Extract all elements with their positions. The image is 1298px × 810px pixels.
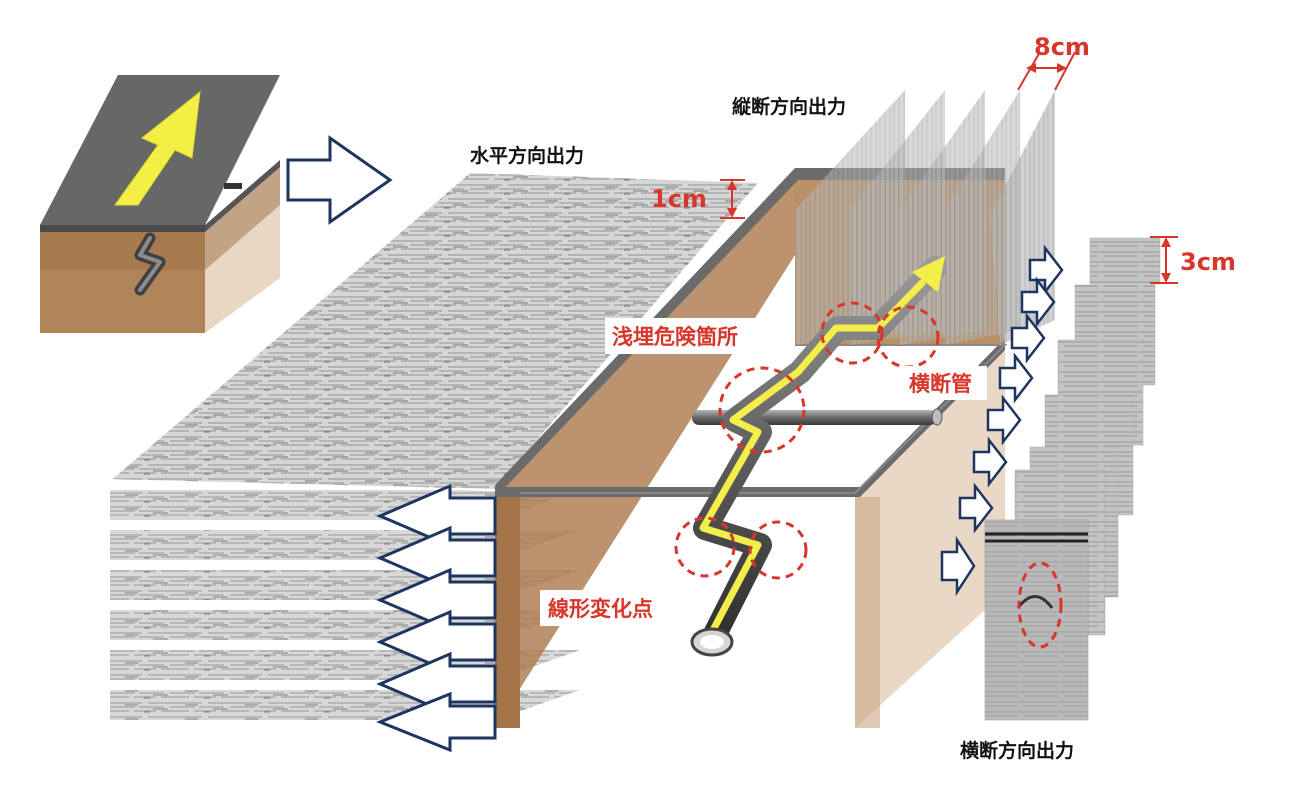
highlight-circles: [674, 301, 940, 580]
horizontal-output-arrows: [375, 483, 497, 753]
crossing-pipe-label: 横断管: [909, 372, 972, 396]
buried-pipe: [690, 256, 947, 657]
longitudinal-output-label: 縦断方向出力: [732, 95, 846, 118]
process-arrow-icon: [286, 135, 393, 225]
dimension-8cm: [1026, 63, 1067, 73]
transverse-output-arrows: [940, 244, 1064, 597]
dimension-8cm-label: 8cm: [1034, 33, 1090, 61]
dimension-3cm-label: 3cm: [1180, 248, 1236, 276]
shallow-danger-label: 浅埋危険箇所: [612, 325, 738, 349]
transverse-slice-cards: [984, 237, 1161, 721]
horizontal-output-label: 水平方向出力: [470, 144, 584, 167]
dimension-1cm: [720, 179, 745, 219]
alignment-change-label-bg: [540, 590, 680, 626]
alignment-change-label: 線形変化点: [548, 597, 653, 621]
shallow-danger-label-bg: [605, 318, 755, 354]
road-cutaway-icon: [40, 75, 280, 333]
dimension-3cm: [1150, 236, 1178, 284]
dimension-1cm-label: 1cm: [651, 185, 707, 213]
transverse-output-label: 横断方向出力: [960, 739, 1074, 762]
crossing-pipe-label-bg: [902, 366, 987, 400]
